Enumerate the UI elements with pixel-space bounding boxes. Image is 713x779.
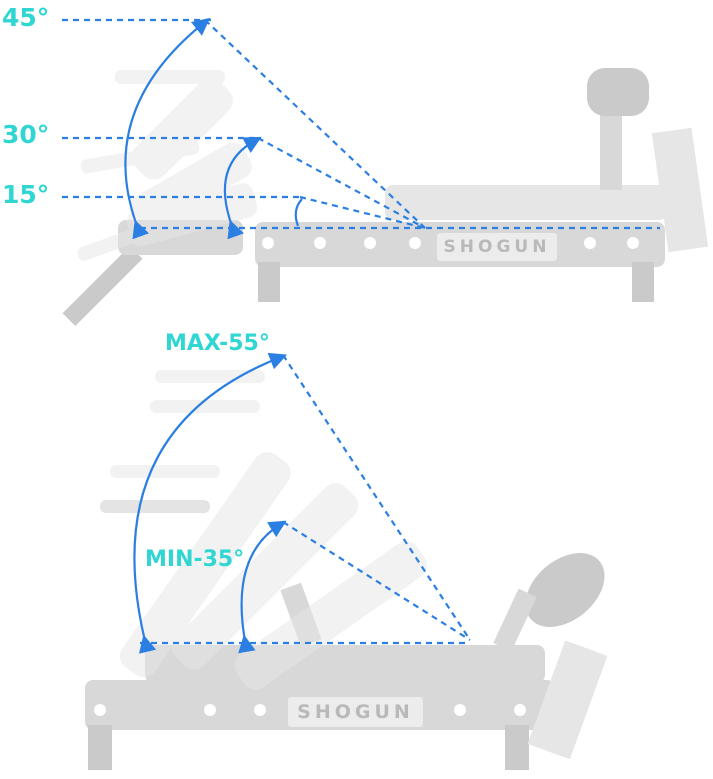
min-angle-label: MIN-35° [145, 547, 245, 572]
angle-label-45: 45° [2, 3, 50, 32]
brand-logo-bottom: SHOGUN [288, 697, 423, 727]
angle-label-30: 30° [2, 120, 50, 149]
top-bench [62, 68, 709, 327]
top-angle-guides [62, 17, 660, 240]
angle-label-15: 15° [2, 180, 50, 209]
brand-logo-top: SHOGUN [437, 233, 557, 261]
max-angle-label: MAX-55° [165, 331, 270, 356]
bottom-angle-guides [133, 352, 471, 654]
